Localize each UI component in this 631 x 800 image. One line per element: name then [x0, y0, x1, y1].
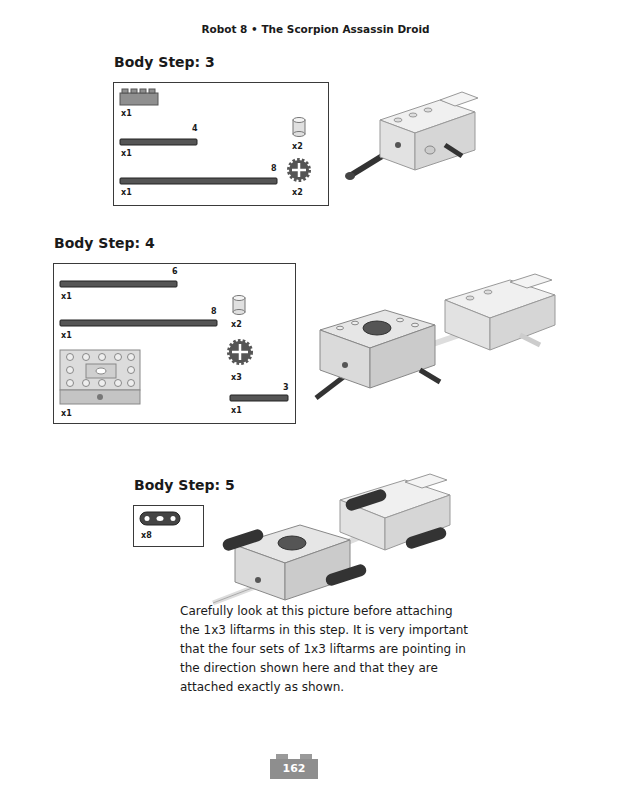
part-count: 8 — [211, 308, 217, 316]
parts-box: Body Step: 4 — [53, 263, 296, 424]
part-count: x2 — [231, 321, 242, 329]
step4-assembly — [316, 274, 555, 398]
instruction-note: Carefully look at this picture before at… — [180, 602, 470, 697]
page-number-brick — [270, 754, 318, 779]
axle-4 — [120, 139, 197, 145]
bush — [233, 296, 245, 315]
part-count: x1 — [61, 410, 72, 418]
part-count: x3 — [231, 374, 242, 382]
part-count: 4 — [192, 125, 198, 133]
step3-assembly — [345, 92, 478, 180]
part-count: x2 — [292, 189, 303, 197]
gear — [229, 341, 251, 363]
part-count: x2 — [292, 143, 303, 151]
part-count: x1 — [121, 189, 132, 197]
bush — [293, 118, 305, 137]
brick-1x4 — [120, 89, 158, 105]
liftarm-1x3 — [140, 512, 180, 525]
part-count: x1 — [121, 150, 132, 158]
part-count: 8 — [271, 165, 277, 173]
part-count: x1 — [61, 293, 72, 301]
step-heading: Body Step: 4 — [54, 235, 155, 251]
part-count: x1 — [121, 110, 132, 118]
axle-3 — [230, 395, 288, 401]
part-count: x1 — [61, 332, 72, 340]
part-count: x1 — [231, 407, 242, 415]
plate-brick — [60, 350, 140, 404]
part-count: 3 — [283, 384, 289, 392]
page-number: 162 — [270, 763, 318, 774]
step-heading: Body Step: 3 — [114, 54, 215, 70]
axle-8 — [60, 320, 217, 326]
page-header: Robot 8 • The Scorpion Assassin Droid — [0, 23, 631, 35]
parts-box: Body Step: 5 — [133, 505, 204, 547]
step5-assembly — [213, 474, 450, 603]
part-count: x8 — [141, 532, 152, 540]
step-heading: Body Step: 5 — [134, 477, 235, 493]
part-count: 6 — [172, 268, 178, 276]
axle-8 — [120, 178, 277, 184]
axle-6 — [60, 281, 177, 287]
gear — [289, 160, 309, 180]
